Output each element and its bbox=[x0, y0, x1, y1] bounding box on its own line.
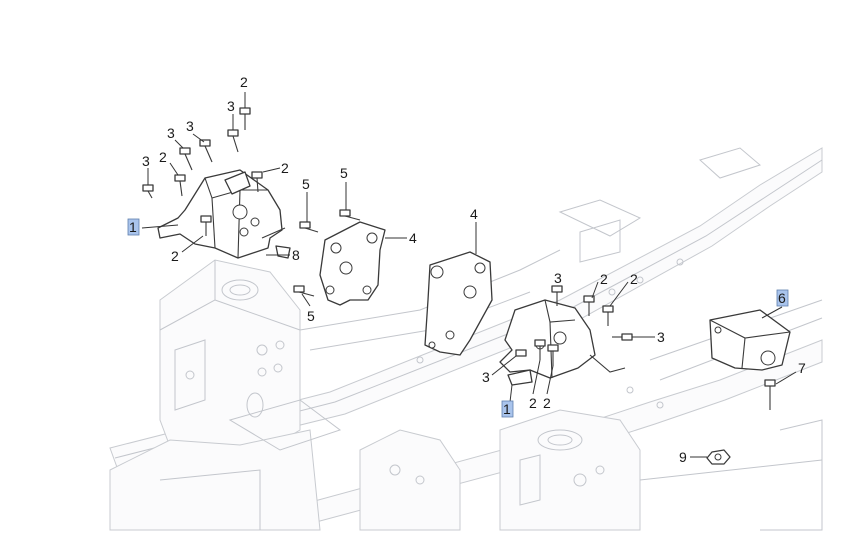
callout-number: 3 bbox=[142, 153, 150, 169]
bolt bbox=[339, 209, 361, 221]
bolt bbox=[142, 184, 154, 199]
callout-2: 2 bbox=[159, 149, 167, 165]
callout-number: 3 bbox=[227, 98, 235, 114]
nut bbox=[706, 449, 731, 465]
callout-number: 2 bbox=[543, 395, 551, 411]
callout-number: 1 bbox=[503, 401, 511, 417]
callout-number: 9 bbox=[679, 449, 687, 465]
callout-number: 5 bbox=[302, 176, 310, 192]
callout-highlight-box bbox=[501, 400, 514, 418]
callout-7: 7 bbox=[798, 360, 806, 376]
bolt bbox=[239, 107, 251, 130]
callout-number: 3 bbox=[186, 118, 194, 134]
mount-bracket-left bbox=[319, 221, 386, 306]
bolt bbox=[515, 349, 527, 357]
callout-2: 2 bbox=[600, 271, 608, 287]
bolt bbox=[547, 344, 559, 366]
bolt bbox=[200, 215, 212, 236]
bolt bbox=[612, 333, 633, 341]
callout-3: 3 bbox=[142, 153, 150, 169]
callout-3: 3 bbox=[186, 118, 194, 134]
callout-number: 6 bbox=[778, 290, 786, 306]
bolt bbox=[179, 147, 193, 171]
callout-highlight-box bbox=[127, 218, 140, 236]
engine-mount-left bbox=[157, 169, 286, 259]
callout-2: 2 bbox=[529, 395, 537, 411]
bolt bbox=[251, 171, 263, 193]
bolt bbox=[174, 174, 186, 197]
callout-number: 5 bbox=[307, 308, 315, 324]
callout-number: 2 bbox=[171, 248, 179, 264]
callout-number: 4 bbox=[409, 230, 417, 246]
callout-2: 2 bbox=[171, 248, 179, 264]
bolt bbox=[534, 339, 546, 360]
callout-3: 3 bbox=[167, 125, 175, 141]
callout-number: 8 bbox=[292, 247, 300, 263]
engine-mount-right bbox=[499, 299, 626, 386]
callout-9: 9 bbox=[679, 449, 687, 465]
bolt bbox=[602, 305, 614, 326]
clip bbox=[275, 245, 291, 259]
callout-number: 2 bbox=[600, 271, 608, 287]
callout-8: 8 bbox=[292, 247, 300, 263]
transmission-mount bbox=[709, 309, 791, 371]
bolt bbox=[199, 139, 213, 163]
callout-3: 3 bbox=[554, 270, 562, 286]
callout-3: 3 bbox=[482, 369, 490, 385]
callout-number: 2 bbox=[159, 149, 167, 165]
callout-number: 3 bbox=[554, 270, 562, 286]
callout-3: 3 bbox=[227, 98, 235, 114]
callout-1: 1 bbox=[501, 400, 514, 418]
callout-number: 2 bbox=[630, 271, 638, 287]
callout-number: 4 bbox=[470, 206, 478, 222]
callout-1: 1 bbox=[127, 218, 140, 236]
bolt bbox=[764, 379, 776, 410]
callout-number: 2 bbox=[281, 160, 289, 176]
callout-4: 4 bbox=[409, 230, 417, 246]
bolt bbox=[583, 295, 595, 316]
callout-2: 2 bbox=[630, 271, 638, 287]
callout-2: 2 bbox=[240, 74, 248, 90]
callout-2: 2 bbox=[281, 160, 289, 176]
vehicle-frame bbox=[109, 147, 823, 531]
callout-highlight-box bbox=[776, 289, 789, 307]
bolt bbox=[227, 129, 239, 153]
callout-number: 3 bbox=[657, 329, 665, 345]
callout-number: 1 bbox=[129, 219, 137, 235]
bolt bbox=[293, 285, 315, 297]
callout-3: 3 bbox=[657, 329, 665, 345]
mount-bracket-center bbox=[424, 251, 493, 356]
leader-lines bbox=[141, 92, 797, 458]
bolt bbox=[299, 221, 319, 233]
callout-4: 4 bbox=[470, 206, 478, 222]
callout-number: 7 bbox=[798, 360, 806, 376]
callout-6: 6 bbox=[776, 289, 789, 307]
callout-5: 5 bbox=[340, 165, 348, 181]
callout-number: 3 bbox=[482, 369, 490, 385]
callout-5: 5 bbox=[302, 176, 310, 192]
callout-number: 3 bbox=[167, 125, 175, 141]
callout-5: 5 bbox=[307, 308, 315, 324]
callout-2: 2 bbox=[543, 395, 551, 411]
callout-number: 2 bbox=[240, 74, 248, 90]
callout-number: 2 bbox=[529, 395, 537, 411]
callout-number: 5 bbox=[340, 165, 348, 181]
